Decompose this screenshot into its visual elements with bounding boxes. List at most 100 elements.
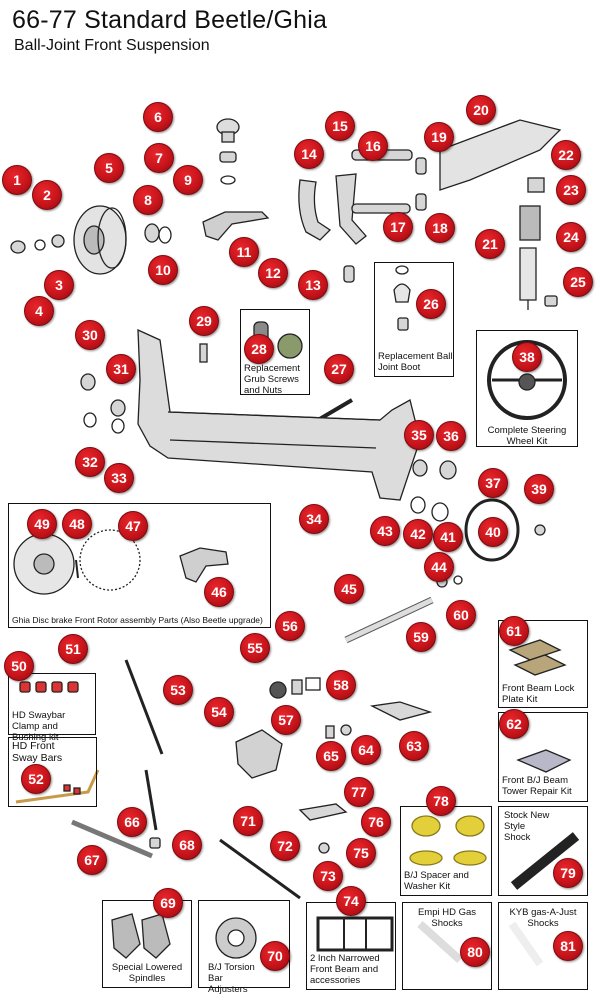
part-bushing [219,151,237,163]
callout-69: 69 [153,888,183,918]
part-bushing [415,157,427,175]
callout-27: 27 [324,354,354,384]
callout-8: 8 [133,185,163,215]
callout-81: 81 [553,931,583,961]
callout-58: 58 [326,670,356,700]
part-washer [34,239,46,251]
callout-45: 45 [334,574,364,604]
callout-70: 70 [260,941,290,971]
part-bolt [199,343,208,363]
callout-74: 74 [336,886,366,916]
part-shock-tower [439,119,562,191]
callout-75: 75 [346,838,376,868]
callout-20: 20 [466,95,496,125]
part-spacer [411,815,441,837]
callout-65: 65 [316,741,346,771]
callout-43: 43 [370,516,400,546]
empi-shocks-box [402,902,492,990]
part-gas-shock [417,921,463,963]
tower-repair-caption: Front B/J Beam Tower Repair Kit [502,775,572,797]
part-steering-damper [71,819,153,859]
page-title: 66-77 Standard Beetle/Ghia [12,6,328,34]
part-bump-stop [527,177,545,193]
callout-67: 67 [77,845,107,875]
callout-55: 55 [240,633,270,663]
part-tie-rod-end [144,769,158,831]
callout-12: 12 [258,258,288,288]
callout-21: 21 [475,229,505,259]
part-bushing [80,373,96,391]
stock-shock-box [498,806,588,896]
part-bolt [316,398,354,422]
callout-54: 54 [204,697,234,727]
callout-9: 9 [173,165,203,195]
ball-joint-boot-caption: Replacement Ball Joint Boot [378,351,453,373]
part-lock-plate [508,639,562,661]
callout-13: 13 [298,270,328,300]
callout-66: 66 [117,807,147,837]
callout-36: 36 [436,421,466,451]
part-pitman-arm [369,701,433,721]
callout-5: 5 [94,153,124,183]
part-steering-wheel [464,498,520,562]
callout-18: 18 [425,213,455,243]
callout-25: 25 [563,267,593,297]
callout-23: 23 [556,175,586,205]
callout-16: 16 [358,131,388,161]
part-nut [534,524,546,536]
sway-bars-box [8,737,97,807]
callout-34: 34 [299,504,329,534]
grub-screws-box [240,309,310,395]
callout-3: 3 [44,270,74,300]
callout-17: 17 [383,212,413,242]
part-lowered-spindle [111,913,141,959]
tower-repair-box [498,712,588,802]
callout-40: 40 [478,517,508,547]
part-pin [351,203,411,214]
callout-39: 39 [524,474,554,504]
callout-10: 10 [148,255,178,285]
callout-37: 37 [478,468,508,498]
callout-48: 48 [62,509,92,539]
callout-59: 59 [406,622,436,652]
lowered-spindles-box [102,900,192,988]
callout-24: 24 [556,222,586,252]
part-nut [277,333,303,359]
callout-63: 63 [399,731,429,761]
kyb-shocks-box [498,902,588,990]
part-sway-bar [15,769,100,804]
narrowed-beam-caption: 2 Inch Narrowed Front Beam and accessori… [310,953,380,986]
callout-6: 6 [143,102,173,132]
torsion-adjusters-box [198,900,290,988]
part-spindle [202,211,270,241]
callout-78: 78 [426,786,456,816]
callout-33: 33 [104,463,134,493]
part-trailing-arm [298,179,332,241]
callout-32: 32 [75,447,105,477]
callout-11: 11 [229,237,259,267]
part-tower-repair [516,749,572,773]
callout-44: 44 [424,552,454,582]
part-tie-rod [124,659,164,755]
callout-68: 68 [172,830,202,860]
part-clamp [298,803,348,821]
callout-72: 72 [270,831,300,861]
empi-shocks-caption: Empi HD Gas Shocks [417,907,477,929]
torsion-adjusters-caption: B/J Torsion Bar Adjusters [208,962,255,995]
callout-4: 4 [24,296,54,326]
part-washer [220,175,236,185]
part-backing-plate [79,529,141,591]
callout-38: 38 [512,342,542,372]
callout-77: 77 [344,777,374,807]
callout-31: 31 [106,354,136,384]
callout-57: 57 [271,705,301,735]
callout-28: 28 [244,334,274,364]
part-bushing [415,193,427,211]
part-grease-fitting [343,265,355,283]
callout-42: 42 [403,519,433,549]
callout-7: 7 [144,143,174,173]
lock-plate-box [498,620,588,708]
sway-clamp-box [8,673,96,735]
page-subtitle: Ball-Joint Front Suspension [14,37,210,54]
callout-79: 79 [553,858,583,888]
